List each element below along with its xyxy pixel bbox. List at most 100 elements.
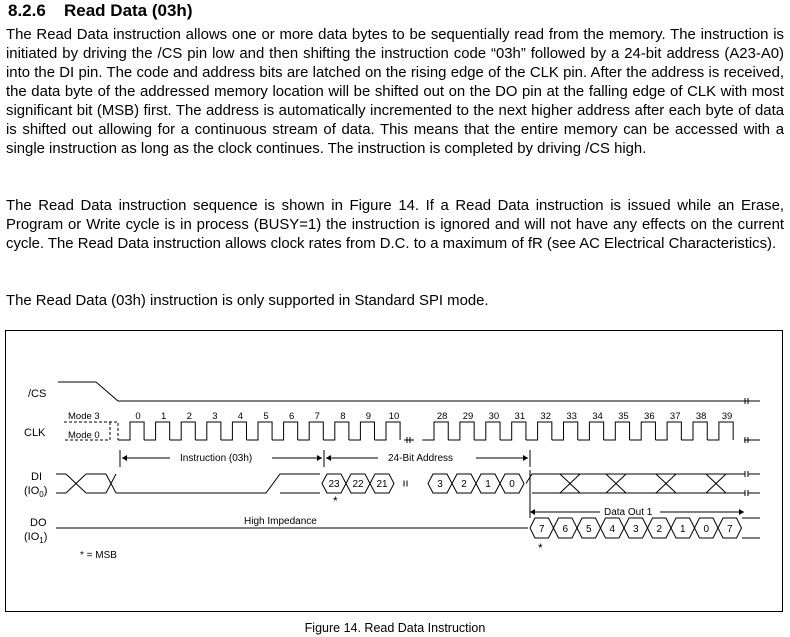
do-io-label: (IO1) [24,531,47,545]
do-io-index: 1 [39,536,44,545]
do-label: DO [30,517,47,529]
clk-mode3-line [64,421,119,440]
di-address-bit-label: 3 [437,479,443,490]
do-io-close: ) [44,531,48,543]
figure-frame [5,330,783,612]
addr-arrow-left-head [326,455,331,461]
paragraph-sequence: The Read Data instruction sequence is sh… [6,198,784,252]
instr-arrow-right-head [317,455,322,461]
do-data-bit-label: 3 [633,524,639,535]
di-address-bit-label: 2 [461,479,467,490]
di-break-top [744,471,749,477]
di-address-bit-label: 23 [328,479,340,490]
clk-second-clock-pulses [422,421,734,441]
mode-0-label: Mode 0 [68,430,100,441]
clk-second-clock-number: 36 [644,411,655,422]
do-end [742,517,760,539]
di-break-mark [403,480,408,487]
di-dontcare-x [65,473,87,494]
cs-label: /CS [28,388,46,400]
clk-first-clock-pulses [118,421,401,441]
clk-first-clock-number: 4 [238,411,243,422]
mode-3-label: Mode 3 [68,411,100,422]
paragraph-description: The Read Data instruction allows one or … [6,27,784,157]
instruction-label: Instruction (03h) [180,453,252,464]
clk-first-clock-number: 1 [161,411,166,422]
clk-second-clock-number: 31 [515,411,526,422]
clk-first-clock-number: 10 [389,411,400,422]
do-data-bit-label: 4 [609,524,615,535]
paragraph-spi-mode: The Read Data (03h) instruction is only … [6,293,489,309]
clk-first-clock-number: 5 [263,411,268,422]
do-data-bit-label: 6 [562,524,568,535]
di-io-prefix: (IO [24,485,40,497]
address-label: 24-Bit Address [388,453,453,464]
di-address-bit [369,473,395,494]
clk-first-clock-number: 2 [187,411,192,422]
addr-arrow-right-head [523,455,528,461]
di-address-bit-label: 1 [485,479,491,490]
do-io-prefix: (IO [24,531,40,543]
clk-mode0-line [64,422,111,441]
clk-second-clock-number: 37 [670,411,681,422]
di-dontcare-tail-x [705,473,727,494]
di-dontcare-tail-x [605,473,627,494]
clk-second-clock-number: 35 [618,411,629,422]
clk-second-clock-number: 33 [566,411,577,422]
di-break-bottom [744,490,749,496]
di-address-bit-label: 21 [376,479,388,490]
section-number: 8.2.6 [8,1,46,20]
clk-label: CLK [24,427,46,439]
do-data-bit [717,517,743,539]
di-dontcare-x2 [105,473,117,494]
di-io-close: ) [44,485,48,497]
high-impedance-label: High Impedance [244,516,317,527]
clk-first-clock-number: 6 [289,411,294,422]
di-dontcare-tail-x [655,473,677,494]
di-lead [56,473,66,494]
do-data-bit-label: 5 [586,524,592,535]
di-label: DI [31,471,42,483]
msb-note: * = MSB [80,550,117,561]
do-data-bit-label: 7 [727,524,733,535]
di-dontcare-tail-x [559,473,581,494]
clk-second-clock-number: 29 [463,411,474,422]
data-out-arrow-right-head [739,509,744,515]
clk-second-clock-number: 30 [489,411,500,422]
di-address-bit-label: 22 [352,479,364,490]
section-title: Read Data (03h) [64,1,193,20]
do-data-bit-label: 2 [656,524,662,535]
do-data-bit-label: 0 [703,524,709,535]
msb-star-di: * [333,494,338,508]
di-address-bit-label: 0 [509,479,515,490]
clk-second-clock-number: 28 [437,411,448,422]
data-out-label: Data Out 1 [604,507,653,518]
clk-second-clock-number: 38 [696,411,707,422]
do-data-bit-label: 1 [680,524,686,535]
di-dontcare-tail [525,473,745,494]
msb-star-do: * [538,541,543,555]
clk-break-right [744,437,749,443]
di-dontcare-lines [86,473,106,494]
clk-break-left [406,437,411,443]
di-end [748,473,760,494]
clk-first-clock-number: 3 [212,411,217,422]
clk-first-clock-number: 9 [366,411,371,422]
di-instruction-code [116,473,320,494]
clk-second-clock-number: 39 [722,411,733,422]
clk-first-clock-number: 0 [135,411,140,422]
instr-arrow-left-head [122,455,127,461]
cs-break-mark [744,398,749,404]
clk-second-clock-number: 34 [592,411,603,422]
do-data-bit-label: 7 [539,524,545,535]
clk-first-clock-number: 7 [315,411,320,422]
clk-second-clock-number: 32 [540,411,551,422]
clk-first-clock-number: 8 [340,411,345,422]
data-out-arrow-left-head [530,509,535,515]
section-heading: 8.2.6 Read Data (03h) [8,1,192,21]
figure-caption: Figure 14. Read Data Instruction [304,621,486,635]
di-io-label: (IO0) [24,485,47,499]
cs-waveform [58,381,760,402]
